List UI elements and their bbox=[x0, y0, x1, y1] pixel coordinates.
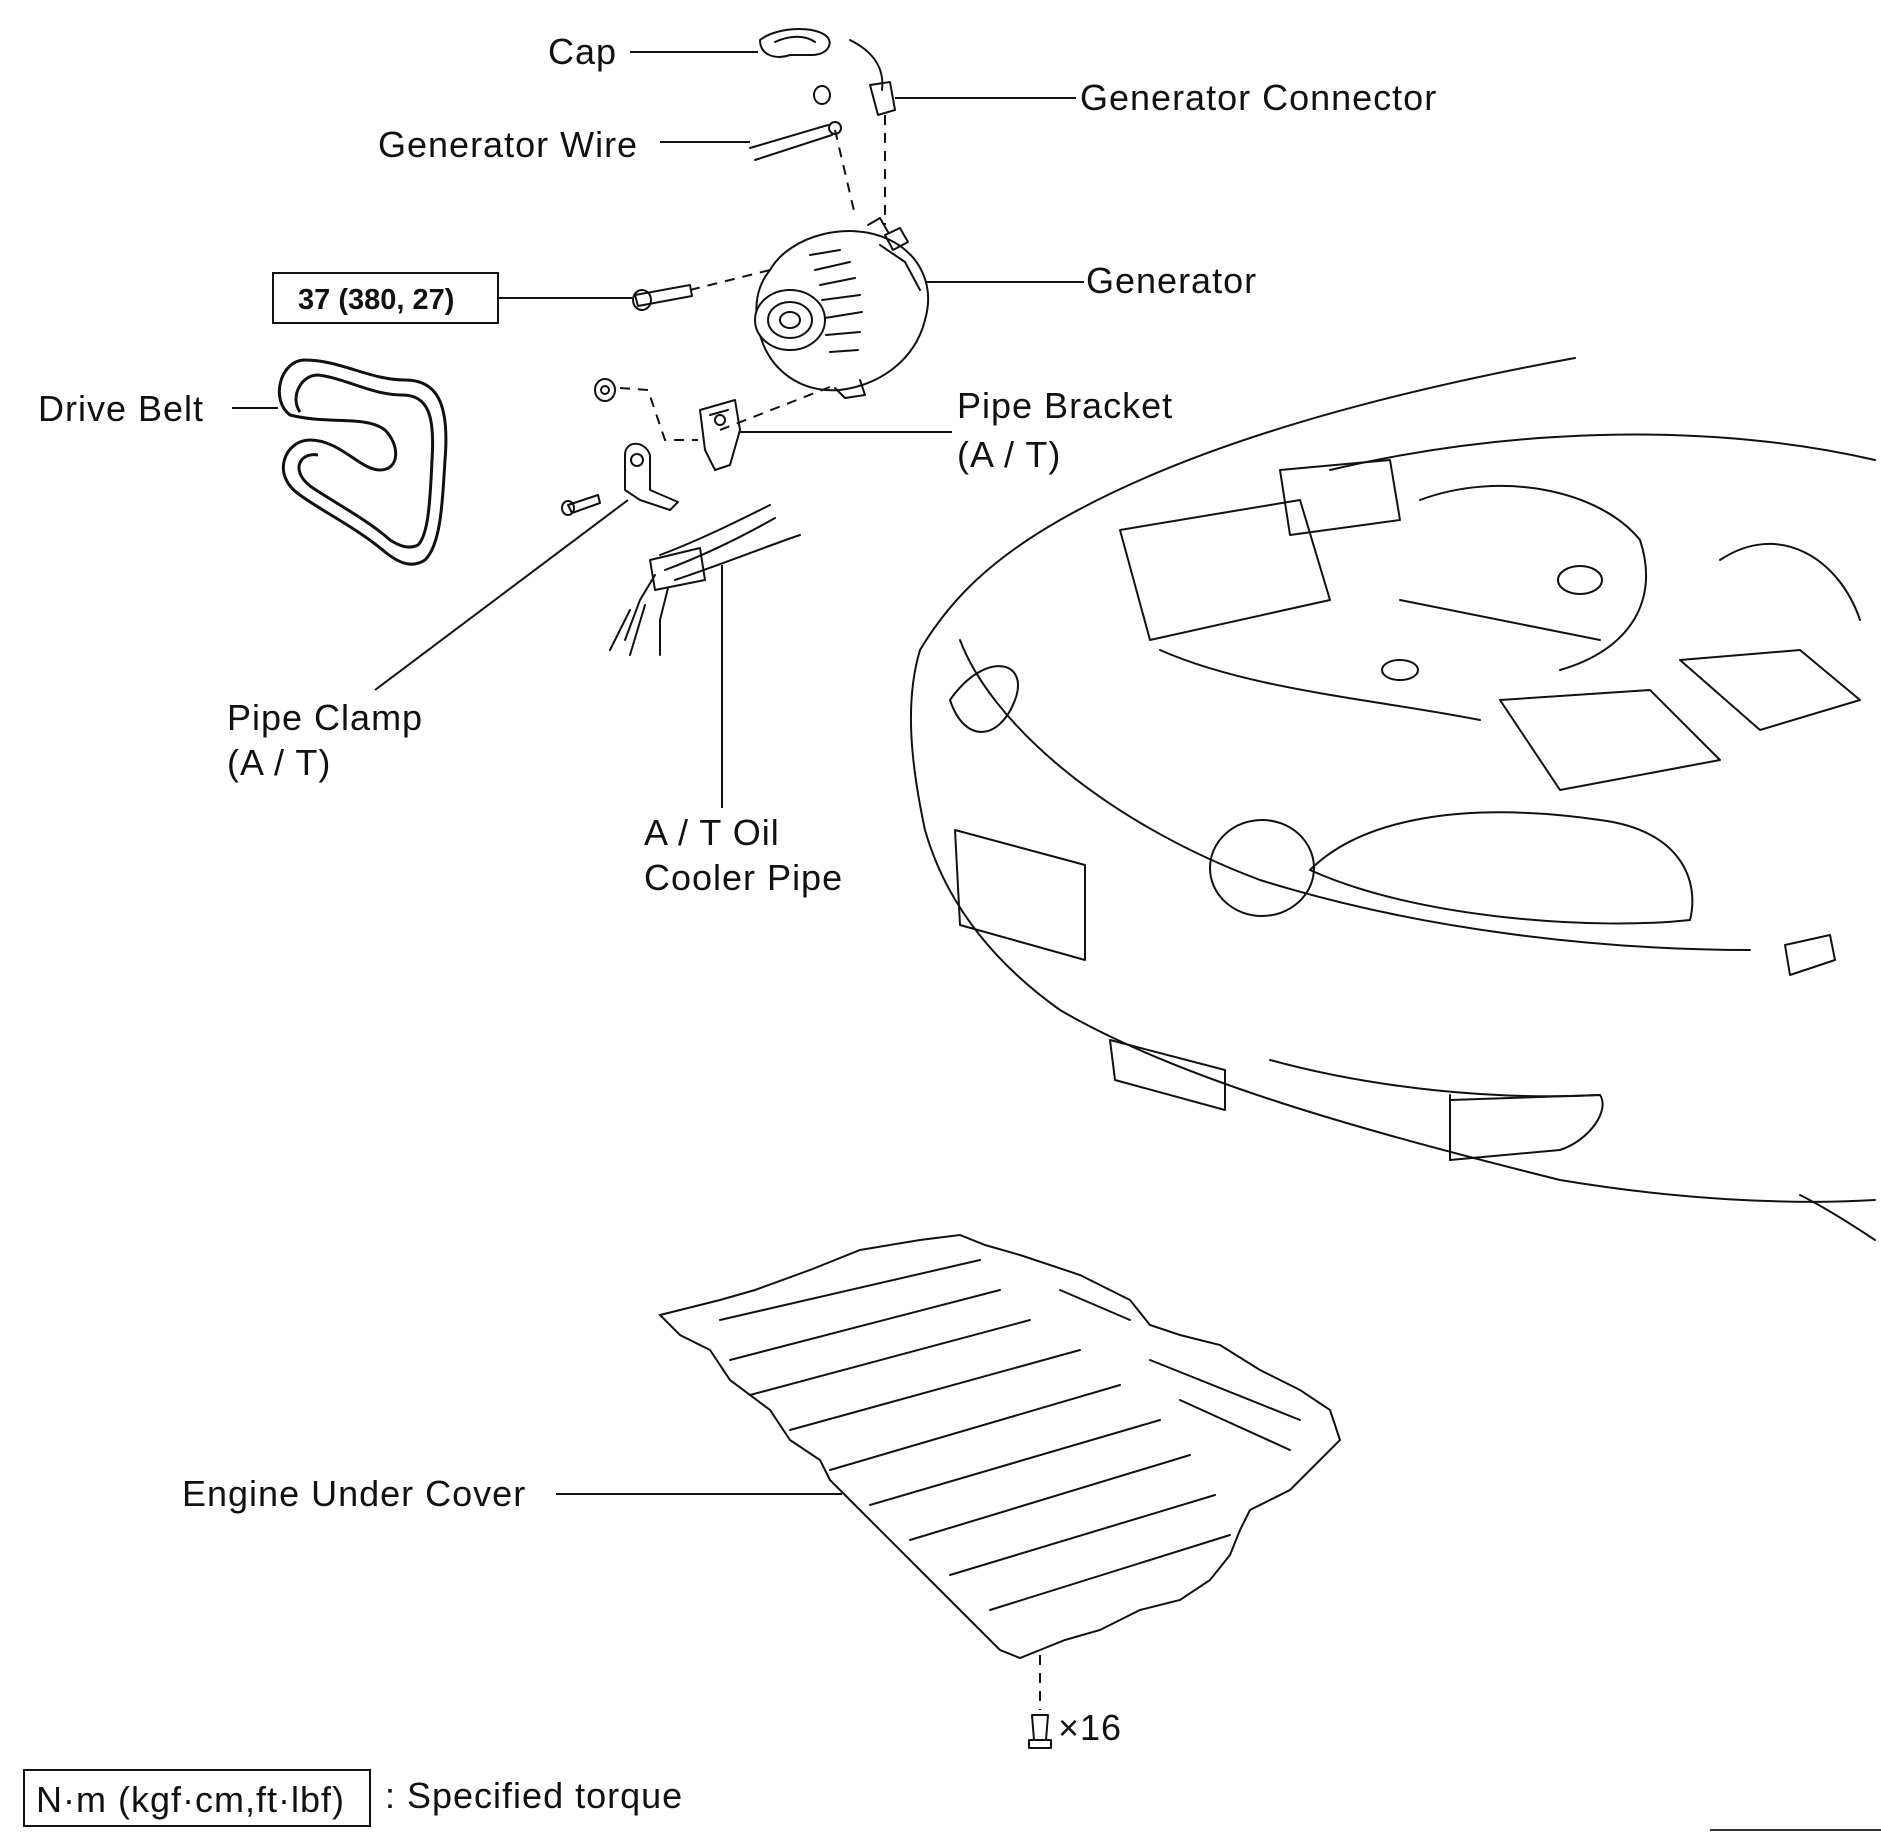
torque-legend: N·m (kgf·cm,ft·lbf) : Specified torque bbox=[23, 1769, 683, 1827]
drive-belt-part bbox=[277, 358, 448, 566]
generator-connector-part bbox=[813, 39, 896, 116]
car-front-illustration bbox=[909, 357, 1876, 1241]
pipe-clamp-part bbox=[624, 442, 679, 511]
generator-illustration bbox=[754, 217, 930, 399]
label-drive-belt: Drive Belt bbox=[38, 388, 204, 429]
generator-bolt bbox=[632, 284, 693, 311]
generator-wire-part bbox=[749, 121, 842, 161]
label-pipe-clamp-at: (A / T) bbox=[227, 742, 331, 783]
label-oil-cooler-pipe: A / T Oil bbox=[644, 812, 780, 853]
cap-part bbox=[759, 28, 831, 58]
torque-spec-value: 37 (380, 27) bbox=[298, 284, 454, 316]
label-oil-cooler-pipe-2: Cooler Pipe bbox=[644, 857, 843, 898]
engine-under-cover-part bbox=[658, 1233, 1342, 1660]
legend-unit-box: N·m (kgf·cm,ft·lbf) bbox=[36, 1779, 345, 1820]
label-engine-under-cover: Engine Under Cover bbox=[182, 1473, 526, 1514]
legend-text: : Specified torque bbox=[385, 1775, 683, 1816]
pipe-bracket-part bbox=[699, 399, 741, 471]
oil-cooler-pipe-part bbox=[609, 504, 801, 656]
label-cap: Cap bbox=[548, 31, 617, 72]
label-pipe-clamp: Pipe Clamp bbox=[227, 697, 423, 738]
clamp-screw bbox=[561, 494, 601, 516]
leader-lines bbox=[232, 51, 1084, 1495]
under-cover-bolt bbox=[1028, 1655, 1052, 1749]
label-bolt-count: ×16 bbox=[1058, 1707, 1122, 1748]
label-generator-wire: Generator Wire bbox=[378, 124, 638, 165]
torque-spec-box: 37 (380, 27) bbox=[272, 272, 499, 324]
label-generator: Generator bbox=[1086, 260, 1257, 301]
bracket-nut bbox=[594, 378, 616, 402]
label-generator-connector: Generator Connector bbox=[1080, 77, 1437, 118]
label-pipe-bracket-at: (A / T) bbox=[957, 434, 1061, 475]
label-pipe-bracket: Pipe Bracket bbox=[957, 385, 1173, 426]
